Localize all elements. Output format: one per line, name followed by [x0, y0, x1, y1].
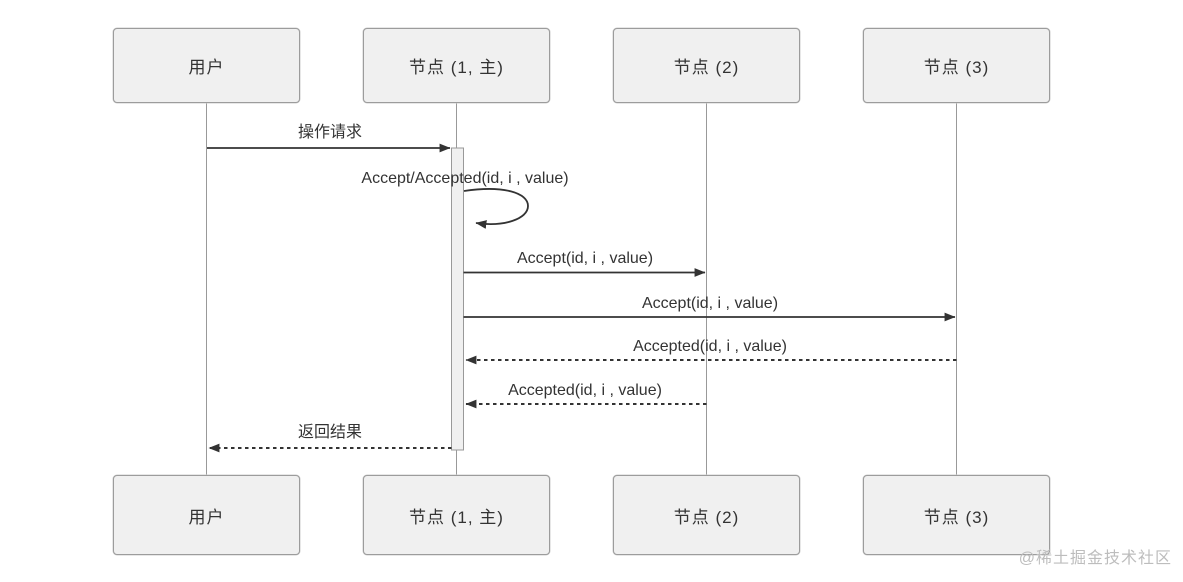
message-label-accepted-node3: Accepted(id, i , value) — [633, 338, 787, 355]
message-label-return-result: 返回结果 — [297, 424, 363, 441]
participant-label: 节点 (3) — [923, 507, 990, 527]
message-label-accept-node3: Accept(id, i , value) — [641, 295, 779, 312]
participant-label: 节点 (2) — [673, 507, 740, 527]
participant-label: 节点 (3) — [923, 58, 990, 77]
participant-label: 用户 — [188, 507, 225, 527]
message-label-accept-node2: Accept(id, i , value) — [516, 250, 654, 267]
participant-box-node2-top: 节点 (2) — [613, 28, 800, 103]
message-label-accepted-node2: Accepted(id, i , value) — [508, 382, 662, 399]
message-label-operation-request: 操作请求 — [297, 124, 363, 141]
message-label-self-loop: Accept/Accepted(id, i , value) — [361, 170, 569, 187]
participant-box-node1-top: 节点 (1, 主) — [363, 28, 550, 103]
participant-label: 节点 (1, 主) — [409, 58, 504, 77]
participant-label: 节点 (1, 主) — [409, 507, 504, 527]
participant-box-node3-bottom: 节点 (3) — [863, 475, 1050, 555]
arrow-self-loop — [463, 188, 529, 229]
participant-box-user-bottom: 用户 — [113, 475, 300, 555]
participant-box-node1-bottom: 节点 (1, 主) — [363, 475, 550, 555]
participant-label: 节点 (2) — [673, 58, 740, 77]
participant-box-node2-bottom: 节点 (2) — [613, 475, 800, 555]
watermark: @稀土掘金技术社区 — [1018, 550, 1172, 567]
participant-box-node3-top: 节点 (3) — [863, 28, 1050, 103]
participant-box-user-top: 用户 — [113, 28, 300, 103]
participant-label: 用户 — [188, 58, 225, 77]
activation-bar-node1 — [451, 147, 464, 451]
